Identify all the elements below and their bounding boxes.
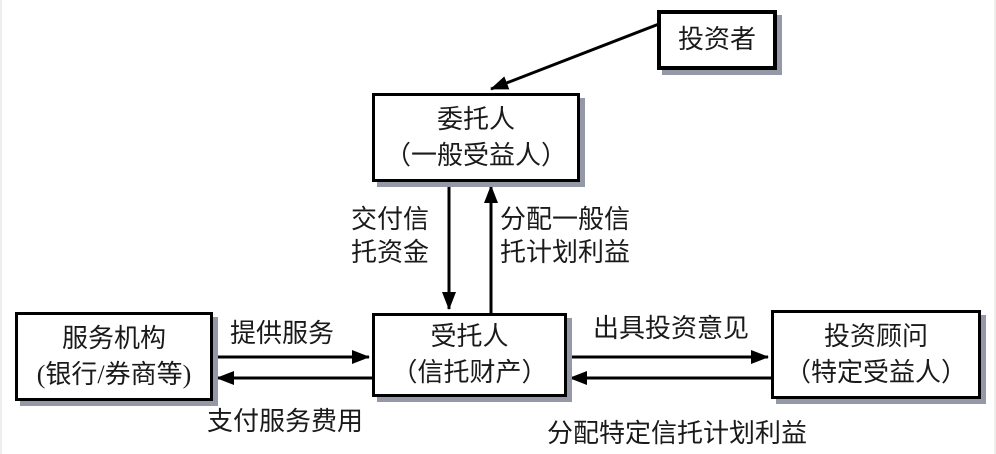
edge-label-deliver-trust-funds: 交付信 托资金 [351,203,429,269]
node-investor: 投资者 [657,10,777,70]
edge-label-deliver-line2: 托资金 [351,238,430,267]
node-advisor-line1: 投资顾问 [823,321,928,351]
edge-label-general-line1: 分配一般信 [500,205,631,234]
node-service-line2: (银行/券商等) [36,359,192,389]
edge-label-deliver-line1: 交付信 [351,205,430,234]
arrow-investor-to-trustor [490,22,660,91]
node-trustee-line2: （信托财产） [391,358,548,387]
node-service-line1: 服务机构 [61,323,166,353]
node-advisor: 投资顾问 （特定受益人） [771,310,981,399]
edge-label-general-line2: 托计划利益 [500,238,631,267]
node-trustor-line2: （一般受益人） [384,140,567,170]
edge-label-pay-service-fees: 支付服务费用 [207,407,364,436]
edge-label-issue-investment-advice: 出具投资意见 [593,314,750,343]
node-investor-label: 投资者 [677,25,756,54]
node-trustee-line1: 受托人 [430,322,509,351]
node-trustee: 受托人 （信托财产） [372,313,567,397]
edge-label-distribute-specific-benefits: 分配特定信托计划利益 [547,419,808,448]
node-service-provider: 服务机构 (银行/券商等) [15,312,213,401]
node-trustor-line1: 委托人 [436,104,515,134]
edge-label-provide-services: 提供服务 [230,319,335,348]
edge-label-distribute-general-benefits: 分配一般信 托计划利益 [500,203,630,269]
node-advisor-line2: （特定受益人） [784,357,967,387]
node-trustor: 委托人 （一般受益人） [372,93,580,182]
